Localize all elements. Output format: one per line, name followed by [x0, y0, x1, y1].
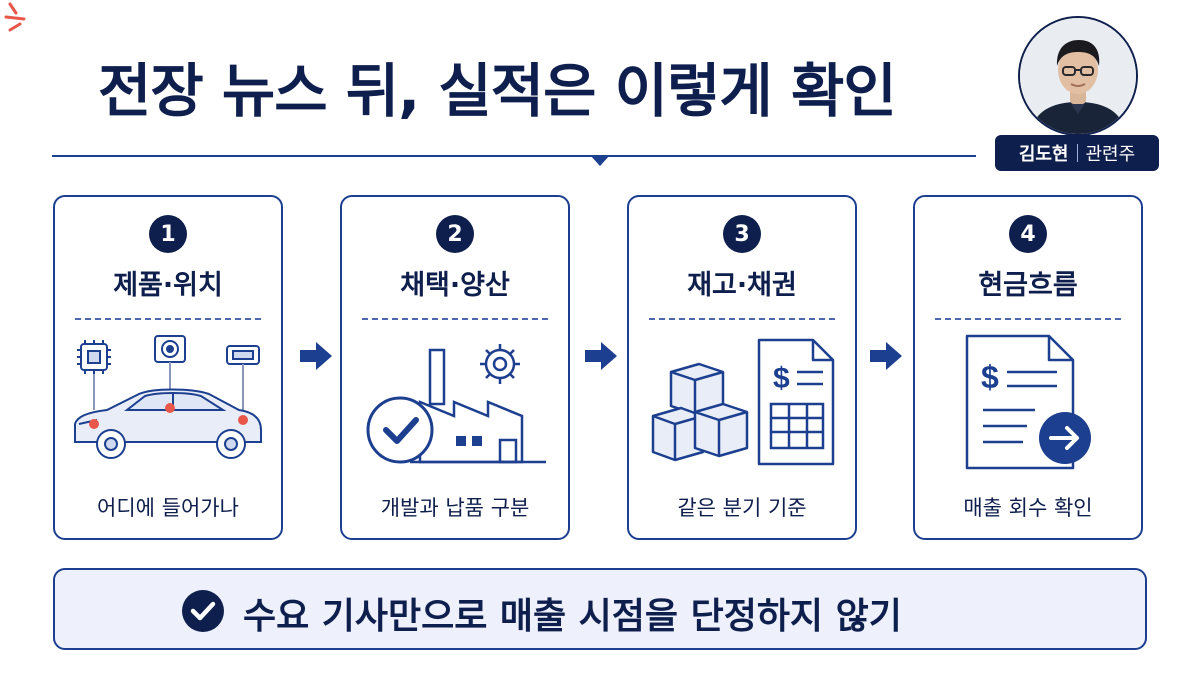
- step-divider: [362, 318, 548, 320]
- check-circle-icon: [182, 590, 224, 632]
- author-badge-separator: [1076, 144, 1078, 162]
- step-card-2: 2 채택·양산 개발과 납품 구분: [340, 195, 570, 540]
- step-divider: [935, 318, 1121, 320]
- factory-check-icon: [366, 344, 546, 464]
- step-title: 재고·채권: [687, 270, 797, 301]
- step-number-badge: 2: [436, 215, 474, 253]
- document-arrow-icon: $: [965, 334, 1091, 470]
- svg-text:$: $: [981, 359, 999, 395]
- author-badge: 김도현 관련주: [995, 135, 1159, 171]
- right-arrow-icon: [585, 342, 617, 370]
- author-avatar: [1018, 16, 1138, 136]
- step-title: 채택·양산: [400, 270, 510, 301]
- right-arrow-icon: [300, 342, 332, 370]
- summary-text: 수요 기사만으로 매출 시점을 단정하지 않기: [243, 596, 902, 637]
- step-caption: 어디에 들어가나: [97, 496, 239, 520]
- step-number-badge: 3: [723, 215, 761, 253]
- step-number-badge: 4: [1009, 215, 1047, 253]
- step-caption: 개발과 납품 구분: [380, 496, 530, 520]
- step-divider: [75, 318, 261, 320]
- boxes-invoice-icon: $: [651, 338, 835, 466]
- step-card-4: 4 현금흐름 $ 매출 회수 확인: [913, 195, 1143, 540]
- page-title: 전장 뉴스 뒤, 실적은 이렇게 확인: [98, 57, 897, 125]
- step-divider: [649, 318, 835, 320]
- title-divider: [52, 155, 976, 157]
- person-photo-icon: [1020, 18, 1136, 134]
- svg-text:$: $: [773, 362, 790, 395]
- step-caption: 매출 회수 확인: [963, 496, 1093, 520]
- step-title: 현금흐름: [978, 270, 1078, 301]
- step-card-3: 3 재고·채권 $ 같은 분기 기준: [627, 195, 857, 540]
- right-arrow-icon: [870, 342, 902, 370]
- author-tag: 관련주: [1085, 144, 1136, 165]
- emphasis-sparkle-icon: [4, 2, 26, 32]
- title-divider-notch: [590, 155, 610, 166]
- step-title: 제품·위치: [113, 270, 223, 301]
- author-name: 김도현: [1018, 144, 1069, 165]
- car-with-components-icon: [74, 335, 262, 459]
- summary-banner: 수요 기사만으로 매출 시점을 단정하지 않기: [53, 568, 1147, 650]
- step-number-badge: 1: [149, 215, 187, 253]
- step-caption: 같은 분기 기준: [677, 496, 807, 520]
- step-card-1: 1 제품·위치 어디에 들어가나: [53, 195, 283, 540]
